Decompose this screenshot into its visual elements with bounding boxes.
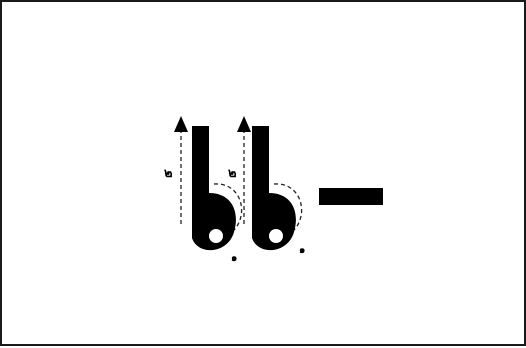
loop-hole-1 — [209, 229, 223, 243]
stroke-order-label-2: ๒ — [228, 166, 237, 181]
stroke-order-label-1: ๒ — [164, 166, 173, 181]
stroke-group-1: ๒ ๑ — [164, 116, 242, 264]
start-marker-1: ๑ — [231, 253, 237, 264]
loop-hole-2 — [269, 229, 283, 243]
direction-arrow-icon-1 — [174, 116, 188, 132]
stroke-group-2: ๒ ๑ — [228, 116, 305, 256]
direction-arrow-icon-2 — [237, 116, 251, 132]
start-marker-2: ๑ — [299, 245, 305, 256]
vowel-bar — [319, 188, 383, 205]
